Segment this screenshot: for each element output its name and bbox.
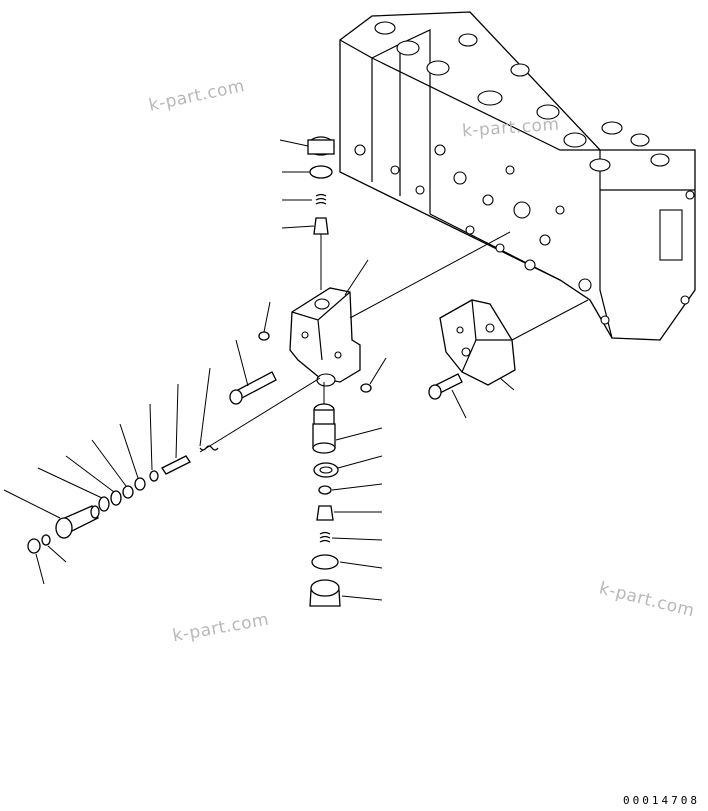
- lower-parts-stack: [309, 382, 341, 607]
- spring-top: [315, 193, 327, 205]
- plug-screw: [360, 383, 372, 393]
- drawing-code: 00014708: [623, 794, 700, 807]
- leader-lines: [3, 139, 515, 601]
- poppet-top: [313, 217, 329, 235]
- small-ring: [318, 485, 332, 495]
- control-valve-body: [339, 11, 696, 341]
- ring-c: [122, 485, 134, 499]
- spring-horizontal: [199, 445, 219, 451]
- poppet-lower: [316, 505, 334, 521]
- cap-nut: [27, 538, 41, 554]
- ring-a: [149, 470, 159, 482]
- end-cover-bolt: [428, 373, 463, 400]
- end-cover: [439, 299, 516, 386]
- o-ring-top: [309, 165, 333, 179]
- small-o-ring: [41, 534, 51, 546]
- valve-housing: [289, 287, 361, 387]
- ring-b: [134, 477, 146, 491]
- upper-parts-stack: [307, 136, 335, 290]
- o-ring-lower: [311, 554, 339, 570]
- ring-d: [110, 490, 122, 506]
- valve-stem: [161, 455, 191, 475]
- housing-bolts: [229, 331, 372, 405]
- assembly-lines: [349, 231, 589, 341]
- small-screw: [258, 331, 270, 341]
- spring-lower: [319, 531, 331, 543]
- relief-valve-assembly: [27, 377, 321, 554]
- ring-e: [98, 496, 110, 512]
